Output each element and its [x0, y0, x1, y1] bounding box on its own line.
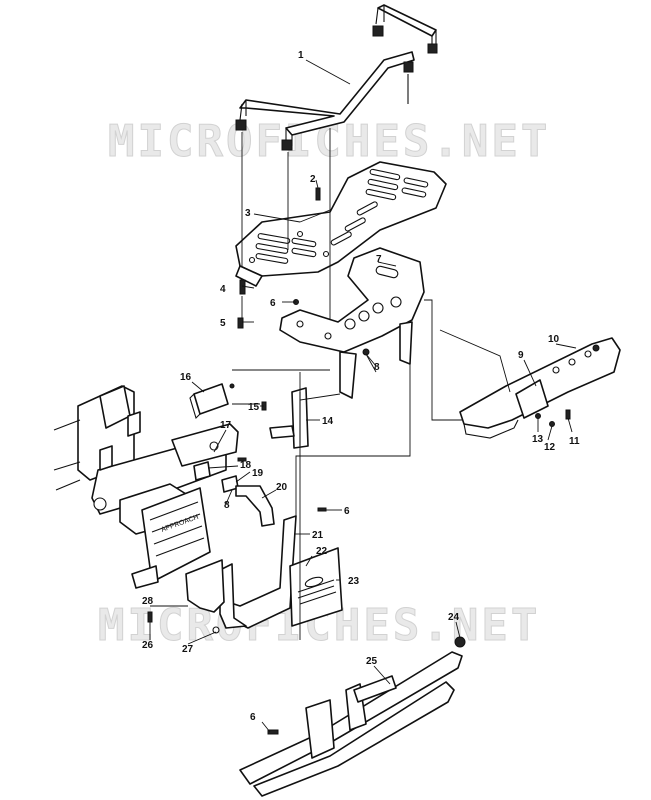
callout-21: 21 [312, 530, 324, 541]
callout-25: 25 [366, 656, 378, 667]
callout-6a: 6 [270, 298, 276, 309]
bolt-icon-2 [315, 187, 321, 201]
callout-22: 22 [316, 546, 328, 557]
callout-28: 28 [142, 596, 154, 607]
callout-23: 23 [348, 576, 360, 587]
callout-2: 2 [310, 174, 316, 185]
callout-9: 9 [518, 350, 524, 361]
nut-icon-13 [535, 413, 541, 419]
callout-1: 1 [298, 50, 304, 61]
assembly-guide-lines [232, 128, 511, 640]
callout-27: 27 [182, 644, 194, 655]
callout-19: 19 [252, 468, 264, 479]
grill-part: APPROACH [131, 487, 211, 589]
callout-6b: 6 [344, 506, 350, 517]
nut-icon-12 [549, 421, 555, 427]
bolt-icon-11 [565, 409, 571, 420]
callout-14: 14 [322, 416, 334, 427]
callout-26: 26 [142, 640, 154, 651]
rear-rack-part-3 [235, 161, 447, 287]
bolt-icon-4 [239, 279, 246, 295]
callout-18: 18 [240, 460, 252, 471]
callout-20: 20 [276, 482, 288, 493]
callout-15: 15 [248, 402, 260, 413]
callout-7: 7 [376, 254, 382, 265]
callout-8a: 8 [374, 362, 380, 373]
callout-labels: 1 2 3 4 5 6 7 8 9 10 11 12 13 14 15 16 1… [142, 50, 580, 723]
callout-17: 17 [220, 420, 232, 431]
bracket-part-14 [269, 387, 309, 449]
callout-16: 16 [180, 372, 192, 383]
callout-5: 5 [220, 318, 226, 329]
rack-plate-part-7 [279, 247, 425, 399]
clamp-parts-18-19-20 [193, 461, 275, 527]
bolt-icon-26 [147, 611, 153, 623]
bolt-icon-6b [317, 507, 327, 512]
callout-12: 12 [544, 442, 556, 453]
bolt-icon-6c [267, 729, 279, 735]
front-bumper-part-25 [239, 636, 466, 797]
callout-8b: 8 [224, 500, 230, 511]
decal-plate-part-23 [289, 547, 343, 627]
bolt-icon-17 [237, 457, 247, 462]
callout-11: 11 [569, 436, 580, 447]
brush-guard-part-21 [185, 515, 297, 634]
callout-13: 13 [532, 434, 544, 445]
callout-4: 4 [220, 284, 226, 295]
callout-24: 24 [448, 612, 460, 623]
rear-bumper-part-10 [459, 337, 621, 439]
callout-leaders [149, 59, 577, 733]
bolt-icon-5 [237, 317, 244, 329]
headlight-part-16 [189, 383, 235, 420]
callout-6c: 6 [250, 712, 256, 723]
rack-rail-part-1 [235, 4, 438, 151]
callout-10: 10 [548, 334, 560, 345]
callout-3: 3 [245, 208, 251, 219]
